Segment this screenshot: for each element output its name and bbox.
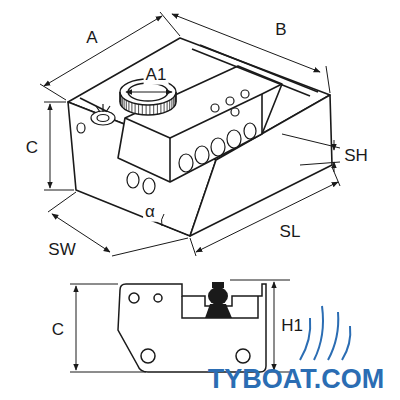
side-dimensions — [70, 280, 290, 372]
knurl-stroke — [135, 104, 136, 114]
watermark-logo — [300, 306, 350, 360]
side-holes — [77, 123, 155, 194]
knurl-stroke — [138, 104, 139, 114]
dimension-label: B — [273, 21, 288, 40]
vent-fitting — [91, 104, 115, 125]
knurl-stroke — [149, 105, 150, 115]
knurl-stroke — [160, 104, 161, 114]
knurl-stroke — [171, 99, 172, 109]
cap-knurling — [120, 92, 176, 115]
well-holes — [179, 90, 256, 172]
knurl-stroke — [169, 100, 170, 110]
dimension-label: A1 — [144, 66, 169, 85]
knurl-stroke — [131, 103, 132, 113]
dimension-label: SH — [342, 147, 370, 166]
knurl-stroke — [164, 103, 165, 113]
black-fitting — [205, 282, 232, 318]
watermark: TYBOAT.COM — [206, 365, 387, 395]
dimension-label: A — [84, 29, 99, 48]
side-view — [118, 284, 266, 372]
dimension-lines — [40, 12, 340, 256]
dimension-label: SW — [46, 241, 77, 260]
knurl-stroke — [176, 92, 177, 102]
knurl-stroke — [126, 100, 127, 110]
dimension-label: C — [50, 321, 66, 340]
knurl-stroke — [153, 105, 154, 115]
knurl-stroke — [167, 102, 168, 112]
knurl-stroke — [173, 97, 174, 107]
knurl-stroke — [121, 96, 122, 106]
filler-cap — [120, 79, 176, 115]
knurl-stroke — [128, 102, 129, 112]
dimension-label: H1 — [279, 317, 305, 336]
dimension-label: C — [24, 139, 40, 158]
angle-label: α — [143, 203, 157, 222]
knurl-stroke — [157, 104, 158, 114]
knurl-stroke — [122, 97, 123, 107]
knurl-stroke — [124, 99, 125, 109]
knurl-stroke — [146, 105, 147, 115]
knurl-stroke — [142, 105, 143, 115]
dimension-label: SL — [278, 223, 303, 242]
